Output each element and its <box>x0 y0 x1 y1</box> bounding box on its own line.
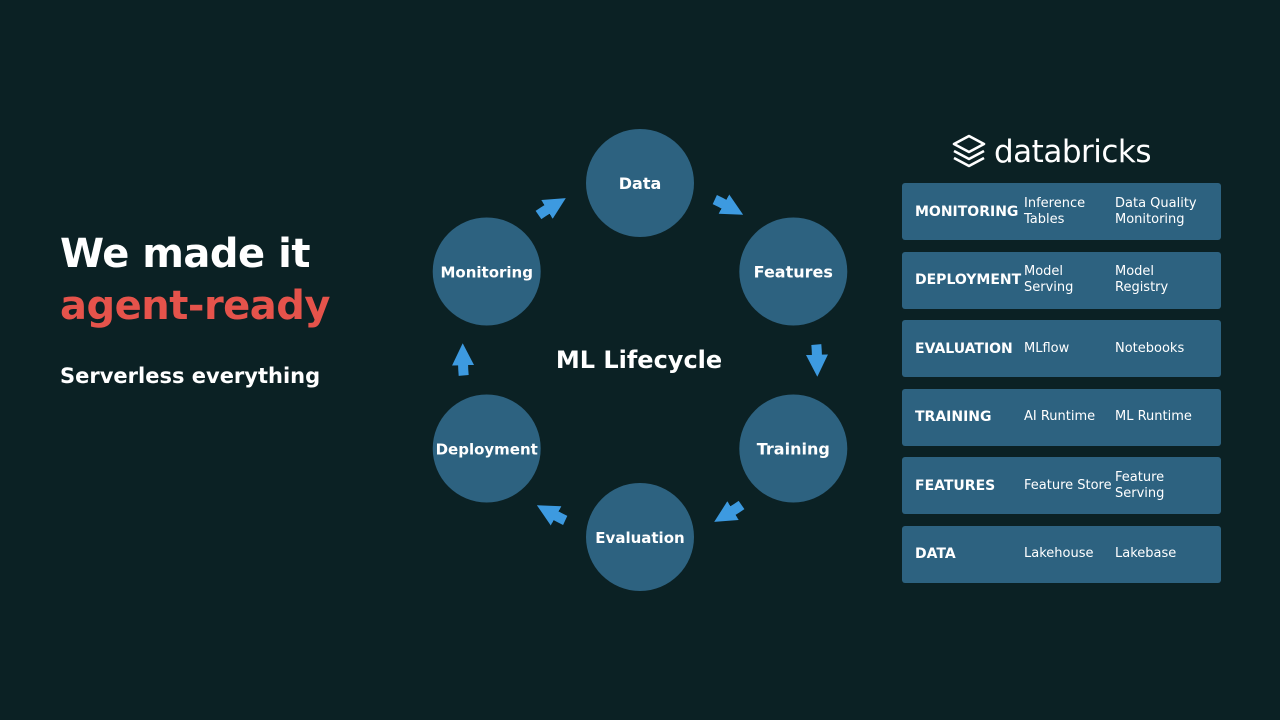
layer-item: Lakebase <box>1115 546 1177 561</box>
cycle-node-circle <box>586 129 694 237</box>
databricks-logo: databricks <box>952 134 1152 170</box>
layer-name: EVALUATION <box>915 340 1013 357</box>
layer-item: AI Runtime <box>1024 409 1096 424</box>
headline: We made it agent-ready <box>60 228 331 332</box>
platform-stack: MONITORING Inference Tables Data Quality… <box>902 183 1221 594</box>
cycle-node-monitoring: Monitoring <box>432 217 541 326</box>
cycle-node-features: Features <box>739 217 848 326</box>
layer-item: Data Quality Monitoring <box>1115 195 1197 227</box>
brand-name: databricks <box>994 134 1152 170</box>
layer-name: FEATURES <box>915 477 996 494</box>
layer-name: MONITORING <box>915 203 1019 220</box>
stack-layer-data: DATA Lakehouse Lakebase <box>902 525 1221 583</box>
cycle-center-label: ML Lifecycle <box>556 346 722 374</box>
headline-line2: agent-ready <box>60 283 331 329</box>
databricks-stack-icon <box>952 134 986 168</box>
layer-item: Lakehouse <box>1024 546 1094 561</box>
layer-item: Notebooks <box>1115 340 1185 356</box>
stack-layer-monitoring: MONITORING Inference Tables Data Quality… <box>902 183 1221 240</box>
cycle-node-circle <box>432 217 541 326</box>
cycle-node-label: Training <box>757 440 830 459</box>
layer-name: DATA <box>915 546 956 562</box>
cycle-node-training: Training <box>739 394 848 503</box>
cycle-arrow <box>712 194 744 215</box>
stack-layer-training: TRAINING AI Runtime ML Runtime <box>902 388 1221 446</box>
cycle-node-circle <box>432 394 541 503</box>
cycle-arrow <box>536 505 568 526</box>
layer-item: MLflow <box>1024 340 1070 356</box>
cycle-node-evaluation: Evaluation <box>586 483 694 591</box>
cycle-arrow <box>535 198 566 220</box>
cycle-node-circle <box>739 217 848 326</box>
stack-layer-features: FEATURES Feature Store Feature Serving <box>902 457 1221 514</box>
cycle-node-circle <box>739 394 848 503</box>
cycle-node-label: Monitoring <box>440 264 532 282</box>
cycle-arrows <box>452 194 828 526</box>
layer-name: DEPLOYMENT <box>915 272 1022 288</box>
stack-layer-deployment: DEPLOYMENT Model Serving Model Registry <box>902 251 1221 309</box>
cycle-node-label: Evaluation <box>595 529 684 547</box>
stack-layer-evaluation: EVALUATION MLflow Notebooks <box>902 320 1221 377</box>
subhead: Serverless everything <box>60 364 321 388</box>
headline-line1: We made it <box>60 231 310 277</box>
cycle-arrow <box>805 344 828 377</box>
cycle-arrow <box>452 343 475 376</box>
cycle-node-data: Data <box>586 129 694 237</box>
cycle-node-deployment: Deployment <box>432 394 541 503</box>
layer-item: Feature Serving <box>1115 469 1165 501</box>
layer-item: Inference Tables <box>1024 195 1086 227</box>
layer-item: Feature Store <box>1024 477 1112 493</box>
layer-item: ML Runtime <box>1115 409 1192 424</box>
cycle-node-label: Deployment <box>436 441 538 459</box>
cycle-node-label: Data <box>619 174 662 193</box>
cycle-node-label: Features <box>754 263 833 282</box>
layer-item: Model Registry <box>1115 264 1169 295</box>
cycle-node-circle <box>586 483 694 591</box>
layer-name: TRAINING <box>915 409 992 425</box>
layer-item: Model Serving <box>1024 264 1074 295</box>
cycle-arrow <box>714 500 745 522</box>
